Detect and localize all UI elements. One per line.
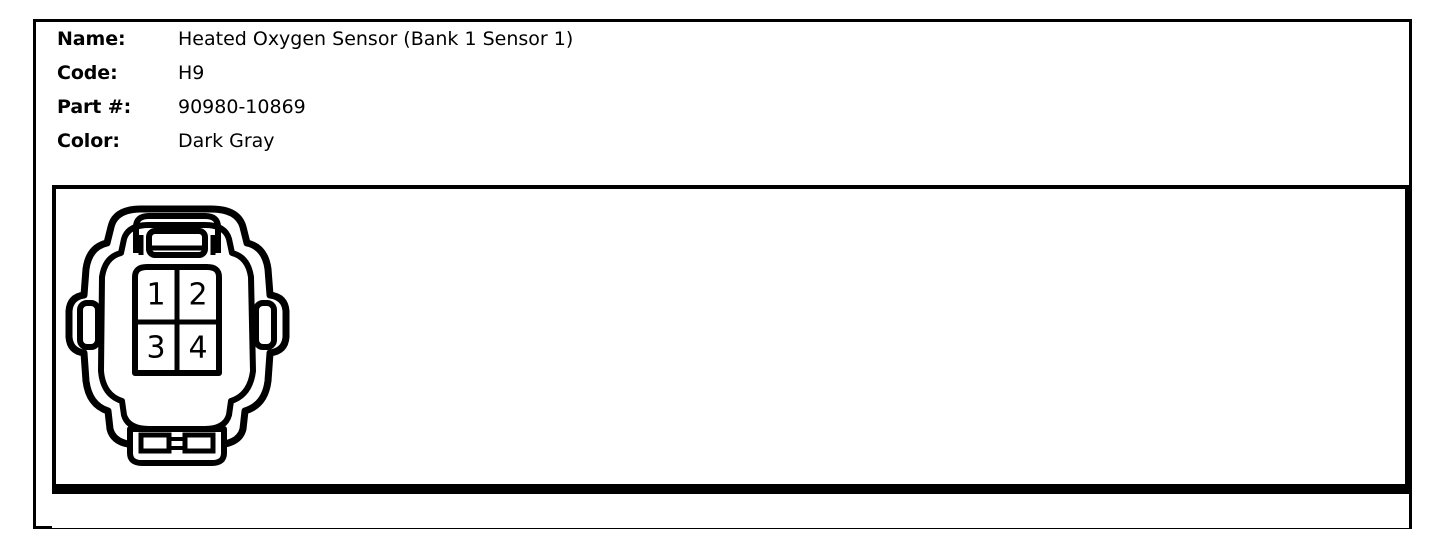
connector-diagram-icon: 1 2 3 4 [64, 191, 294, 486]
left-side-tab [77, 300, 101, 350]
latch-outer-arch [133, 213, 221, 253]
connector-illustration-panel: 1 2 3 4 [52, 185, 1409, 488]
footer-strip [52, 494, 1409, 528]
spec-value-color: Dark Gray [178, 130, 275, 152]
bottom-tab-left-window [138, 432, 172, 454]
spec-label-color: Color: [57, 130, 120, 152]
spec-row-part-number: Part #: 90980-10869 [57, 96, 1057, 130]
pin-number-2: 2 [188, 278, 207, 313]
latch-inner-block [146, 228, 208, 258]
pin-number-4: 4 [188, 331, 207, 366]
spec-value-code: H9 [178, 62, 205, 84]
right-side-tab [253, 300, 277, 350]
spec-row-code: Code: H9 [57, 62, 1057, 96]
bottom-tab-right-window [182, 432, 216, 454]
frame-right-rule [1409, 19, 1412, 529]
frame-left-rule [33, 19, 36, 529]
spec-row-name: Name: Heated Oxygen Sensor (Bank 1 Senso… [57, 28, 1057, 62]
spec-row-color: Color: Dark Gray [57, 130, 1057, 164]
spec-value-name: Heated Oxygen Sensor (Bank 1 Sensor 1) [178, 28, 574, 50]
pin-number-3: 3 [146, 331, 165, 366]
pin-number-1: 1 [146, 278, 165, 313]
spec-label-code: Code: [57, 62, 118, 84]
panel-separator-bar [52, 488, 1409, 494]
spec-value-part-number: 90980-10869 [178, 96, 306, 118]
spec-label-name: Name: [57, 28, 126, 50]
frame-top-rule [33, 19, 1412, 22]
spec-label-part-number: Part #: [57, 96, 132, 118]
connector-spec-list: Name: Heated Oxygen Sensor (Bank 1 Senso… [57, 28, 1057, 164]
